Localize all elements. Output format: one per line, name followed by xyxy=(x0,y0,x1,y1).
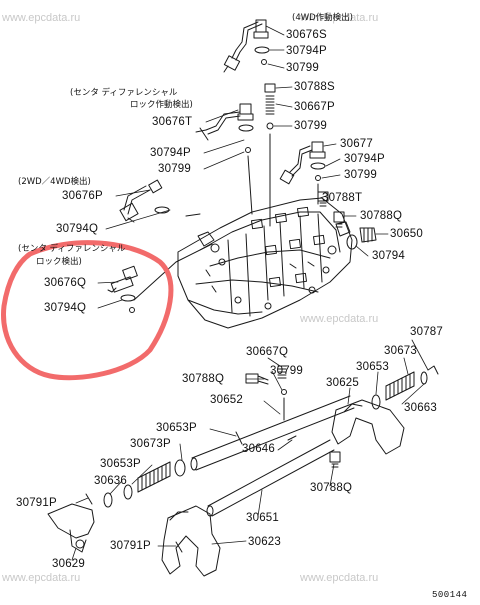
part-label[interactable]: 30623 xyxy=(248,536,281,548)
switch-30676s xyxy=(223,19,270,73)
part-label[interactable]: 30788Q xyxy=(182,373,225,385)
part-label[interactable]: 30653 xyxy=(356,361,389,373)
watermark: www.epcdata.ru xyxy=(300,572,379,584)
part-label[interactable]: 30794P xyxy=(150,147,191,159)
part-label[interactable]: 30799 xyxy=(294,120,327,132)
part-label[interactable]: 30636 xyxy=(94,475,127,487)
part-label[interactable]: 30652 xyxy=(210,394,243,406)
part-label[interactable]: 30799 xyxy=(270,365,303,377)
highlight-circle xyxy=(0,240,174,381)
bolt-30788q-mid xyxy=(245,373,269,385)
caption-center-diff-lock-a-line1: (センタ ディファレンシャル xyxy=(70,88,178,98)
pin-30791p xyxy=(85,493,183,553)
diagram-code: 500144 xyxy=(432,590,468,600)
caption-center-diff-lock-a-line2: ロック作動検出) xyxy=(130,100,193,110)
plug-30788s-spring-30667p xyxy=(264,83,276,227)
watermark: www.epcdata.ru xyxy=(300,12,379,24)
part-label[interactable]: 30676Q xyxy=(44,277,87,289)
leader-lines xyxy=(71,25,429,561)
fork-30623 xyxy=(161,505,221,577)
part-label[interactable]: 30650 xyxy=(390,228,423,240)
part-label[interactable]: 30651 xyxy=(246,512,279,524)
spring-30667q-ball-30799 xyxy=(277,365,287,421)
part-label[interactable]: 30788Q xyxy=(310,482,353,494)
part-label[interactable]: 30791P xyxy=(16,497,57,509)
part-label[interactable]: 30653P xyxy=(100,458,141,470)
part-label[interactable]: 30799 xyxy=(158,163,191,175)
part-label[interactable]: 30794P xyxy=(344,153,385,165)
part-label[interactable]: 30794 xyxy=(372,250,405,262)
transfer-case-housing xyxy=(177,197,353,329)
watermark: www.epcdata.ru xyxy=(2,572,81,584)
part-label[interactable]: 30787 xyxy=(410,326,443,338)
part-label[interactable]: 30625 xyxy=(326,377,359,389)
ring-30663 xyxy=(420,365,439,385)
part-label[interactable]: 30663 xyxy=(404,402,437,414)
part-label[interactable]: 30653P xyxy=(156,422,197,434)
shift-rail-30652 xyxy=(190,395,355,471)
switch-30677 xyxy=(279,141,326,205)
switch-30676p xyxy=(119,179,201,223)
part-label[interactable]: 30788T xyxy=(322,192,363,204)
part-label[interactable]: 30673 xyxy=(384,345,417,357)
switch-30676t xyxy=(195,103,254,215)
plug-30788t xyxy=(317,191,329,207)
pin-30646 xyxy=(287,435,297,441)
part-label[interactable]: 30788S xyxy=(294,81,335,93)
part-label[interactable]: 30791P xyxy=(110,540,151,552)
ring-30653 xyxy=(371,394,381,410)
part-label[interactable]: 30794Q xyxy=(56,223,99,235)
part-label[interactable]: 30788Q xyxy=(360,210,403,222)
caption-4wd-detect: (4WD作動検出) xyxy=(292,13,353,23)
plug-30650 xyxy=(346,227,377,250)
fork-30625 xyxy=(331,399,405,455)
watermark: www.epcdata.ru xyxy=(2,12,81,24)
part-label[interactable]: 30677 xyxy=(340,138,373,150)
caption-center-diff-lock-b-line1: (センタ ディファレンシャル xyxy=(18,244,126,254)
part-label[interactable]: 30794Q xyxy=(44,302,87,314)
part-label[interactable]: 30673P xyxy=(130,438,171,450)
plug-30788q-upper xyxy=(333,211,345,228)
part-label[interactable]: 30646 xyxy=(242,443,275,455)
ring-30636 xyxy=(103,492,113,508)
part-label[interactable]: 30667P xyxy=(294,101,335,113)
plug-30788q-lower xyxy=(329,451,341,468)
part-label[interactable]: 30799 xyxy=(286,62,319,74)
caption-2wd-4wd-detect: (2WD／4WD検出) xyxy=(18,177,91,187)
spring-30673p xyxy=(137,461,171,493)
part-label[interactable]: 30676S xyxy=(286,29,327,41)
part-label[interactable]: 30676T xyxy=(152,116,193,128)
spring-30673 xyxy=(385,371,415,401)
part-label[interactable]: 30794P xyxy=(286,45,327,57)
ring-30653p xyxy=(123,459,186,500)
watermark: www.epcdata.ru xyxy=(300,313,379,325)
part-label[interactable]: 30799 xyxy=(344,169,377,181)
switch-30676q xyxy=(107,243,213,313)
part-label[interactable]: 30629 xyxy=(52,558,85,570)
bracket-30629 xyxy=(47,503,95,553)
part-label[interactable]: 30667Q xyxy=(246,346,289,358)
part-label[interactable]: 30676P xyxy=(62,190,103,202)
caption-center-diff-lock-b-line2: ロック検出) xyxy=(36,257,82,267)
